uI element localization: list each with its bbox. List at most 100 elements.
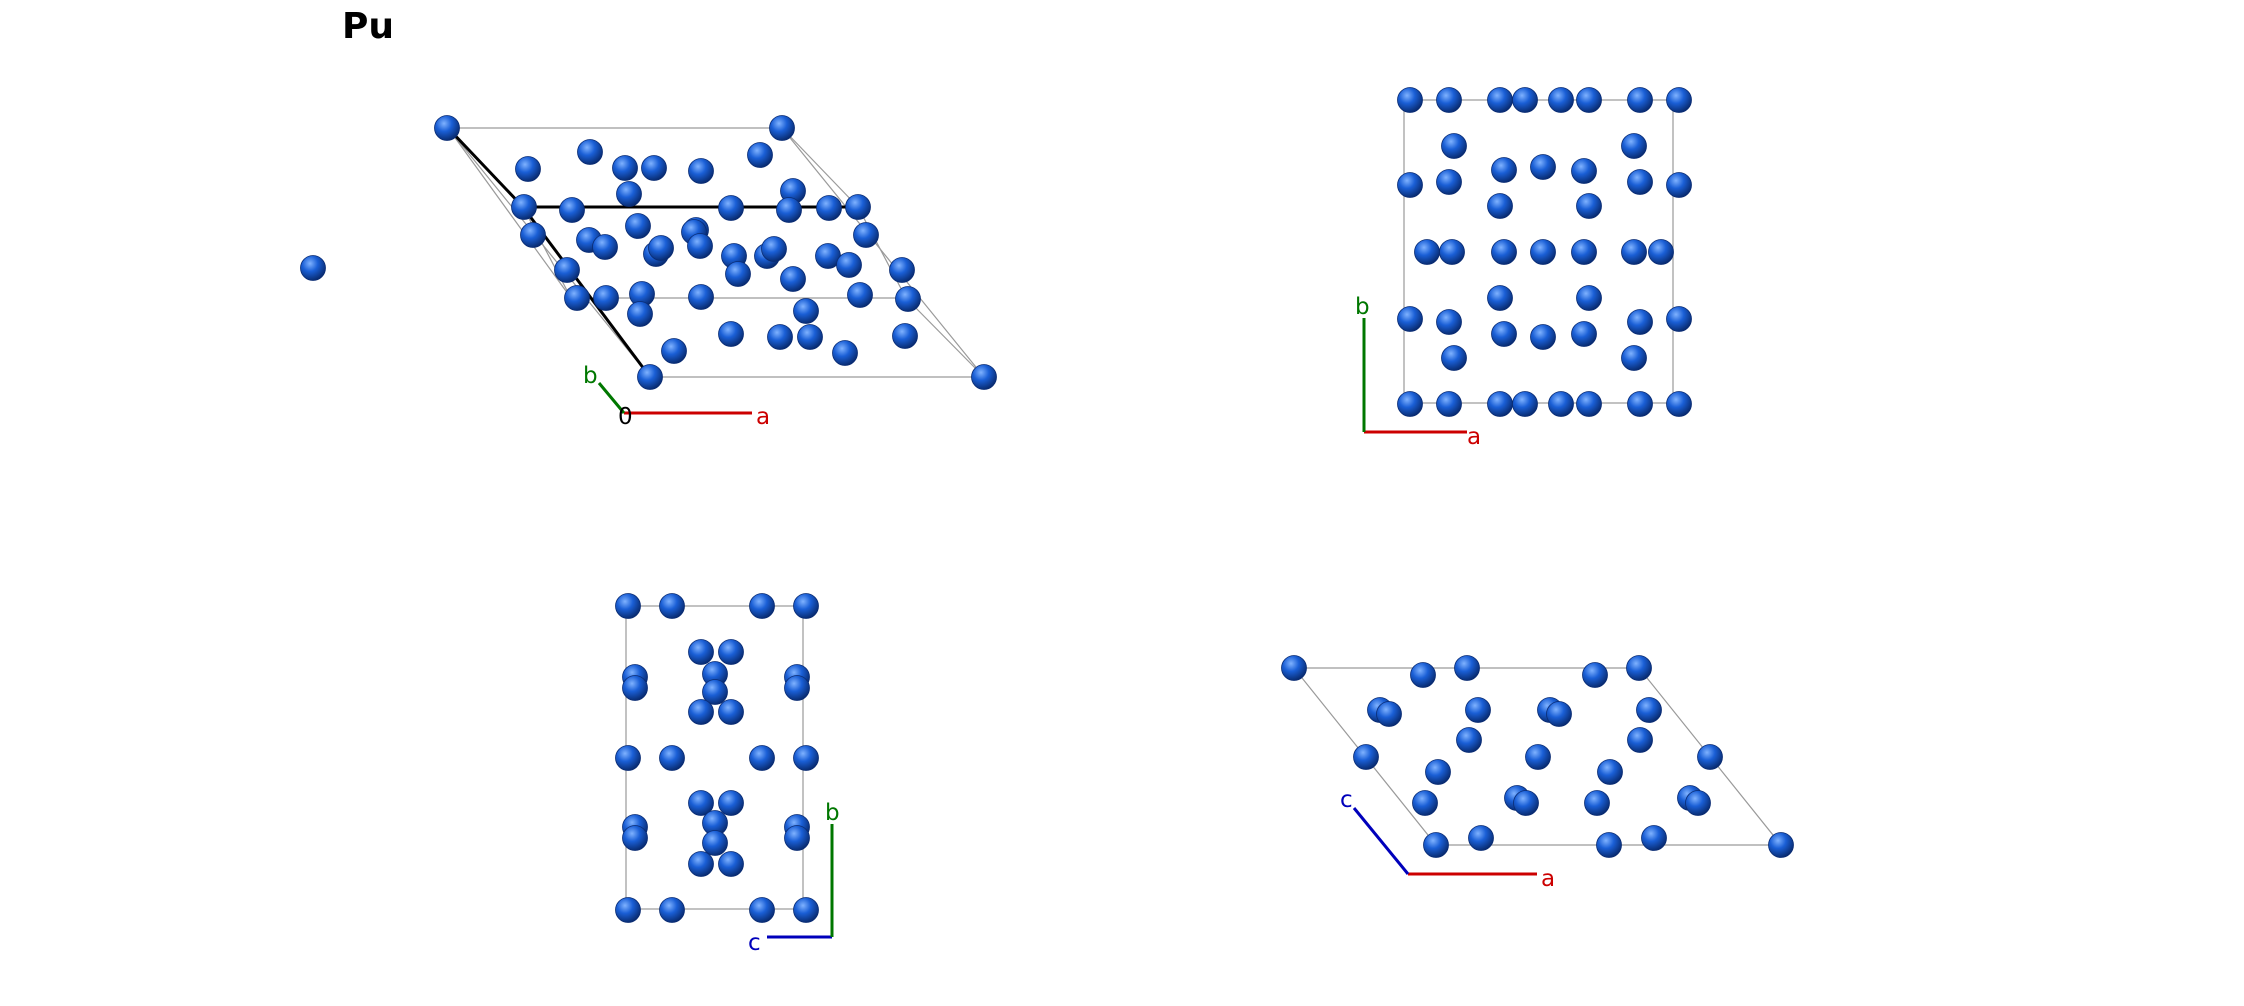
- pu-atom: [1487, 285, 1513, 311]
- pu-atom: [616, 181, 642, 207]
- pu-atom: [1456, 727, 1482, 753]
- pu-atom: [659, 593, 685, 619]
- pu-atom: [1425, 759, 1451, 785]
- pu-atom: [836, 252, 862, 278]
- perspective-view: a b 0: [300, 115, 997, 430]
- pu-atom: [1571, 239, 1597, 265]
- pu-atom: [718, 321, 744, 347]
- pu-atom: [625, 213, 651, 239]
- pu-atom: [1468, 825, 1494, 851]
- structure-title: Pu: [342, 6, 395, 47]
- pu-atom: [612, 155, 638, 181]
- pu-atom: [797, 324, 823, 350]
- pu-atom: [1571, 158, 1597, 184]
- pu-atom: [1487, 87, 1513, 113]
- pu-atom: [648, 235, 674, 261]
- pu-atom: [1571, 321, 1597, 347]
- pu-atom: [1513, 790, 1539, 816]
- pu-atom: [1627, 169, 1653, 195]
- pu-atom: [1436, 309, 1462, 335]
- atoms-group: [300, 115, 997, 390]
- pu-atom: [845, 194, 871, 220]
- pu-atom: [749, 745, 775, 771]
- cb-projection-view: c b: [615, 593, 840, 956]
- axis-indicator: a b 0: [583, 363, 770, 430]
- pu-atom: [1685, 790, 1711, 816]
- pu-atom: [622, 675, 648, 701]
- pu-atom: [1530, 154, 1556, 180]
- pu-atom: [1410, 662, 1436, 688]
- pu-atom: [1648, 239, 1674, 265]
- pu-atom: [515, 156, 541, 182]
- pu-atom: [1582, 662, 1608, 688]
- pu-atom: [718, 790, 744, 816]
- pu-atom: [577, 139, 603, 165]
- pu-atom: [1627, 727, 1653, 753]
- axis-c-label: c: [748, 930, 761, 956]
- pu-atom: [1697, 744, 1723, 770]
- pu-atom: [718, 639, 744, 665]
- pu-atom: [688, 639, 714, 665]
- atoms-group: [615, 593, 819, 923]
- axis-c-label: c: [1340, 787, 1353, 813]
- pu-atom: [615, 897, 641, 923]
- pu-atom: [1525, 744, 1551, 770]
- pu-atom: [1512, 391, 1538, 417]
- pu-atom: [1666, 172, 1692, 198]
- pu-atom: [659, 745, 685, 771]
- pu-atom: [889, 257, 915, 283]
- axis-indicator: a c: [1340, 787, 1555, 892]
- pu-atom: [793, 593, 819, 619]
- atoms-group: [1397, 87, 1692, 417]
- pu-atom: [793, 298, 819, 324]
- pu-atom: [895, 286, 921, 312]
- pu-atom: [1584, 790, 1610, 816]
- pu-atom: [1576, 193, 1602, 219]
- pu-atom: [853, 222, 879, 248]
- pu-atom: [761, 236, 787, 262]
- axis-c-line: [1352, 807, 1410, 875]
- pu-atom: [1666, 306, 1692, 332]
- pu-atom: [593, 285, 619, 311]
- pu-atom: [687, 233, 713, 259]
- pu-atom: [688, 851, 714, 877]
- pu-atom: [1596, 832, 1622, 858]
- pu-atom: [615, 745, 641, 771]
- pu-atom: [1576, 87, 1602, 113]
- pu-atom: [1666, 391, 1692, 417]
- atoms-group: [1281, 655, 1794, 858]
- pu-atom: [1376, 701, 1402, 727]
- axis-a-label: a: [1541, 866, 1555, 892]
- pu-atom: [622, 825, 648, 851]
- pu-atom: [816, 195, 842, 221]
- axis-indicator: a b: [1355, 294, 1481, 450]
- pu-atom: [1641, 825, 1667, 851]
- pu-atom: [511, 194, 537, 220]
- pu-atom: [1436, 169, 1462, 195]
- pu-atom: [564, 285, 590, 311]
- pu-atom: [784, 825, 810, 851]
- pu-atom: [688, 284, 714, 310]
- pu-atom: [641, 155, 667, 181]
- pu-atom: [1487, 391, 1513, 417]
- pu-atom: [1621, 239, 1647, 265]
- pu-atom: [1487, 193, 1513, 219]
- pu-atom: [1666, 87, 1692, 113]
- pu-atom: [1621, 133, 1647, 159]
- pu-atom: [1546, 701, 1572, 727]
- pu-atom: [559, 197, 585, 223]
- pu-atom: [1768, 832, 1794, 858]
- pu-atom: [592, 234, 618, 260]
- pu-atom: [637, 364, 663, 390]
- pu-atom: [1397, 87, 1423, 113]
- pu-atom: [793, 897, 819, 923]
- pu-atom: [1548, 391, 1574, 417]
- pu-atom: [1397, 306, 1423, 332]
- pu-atom: [784, 675, 810, 701]
- pu-atom: [1454, 655, 1480, 681]
- pu-atom: [1441, 345, 1467, 371]
- pu-atom: [1530, 239, 1556, 265]
- pu-atom: [1439, 239, 1465, 265]
- pu-atom: [1636, 697, 1662, 723]
